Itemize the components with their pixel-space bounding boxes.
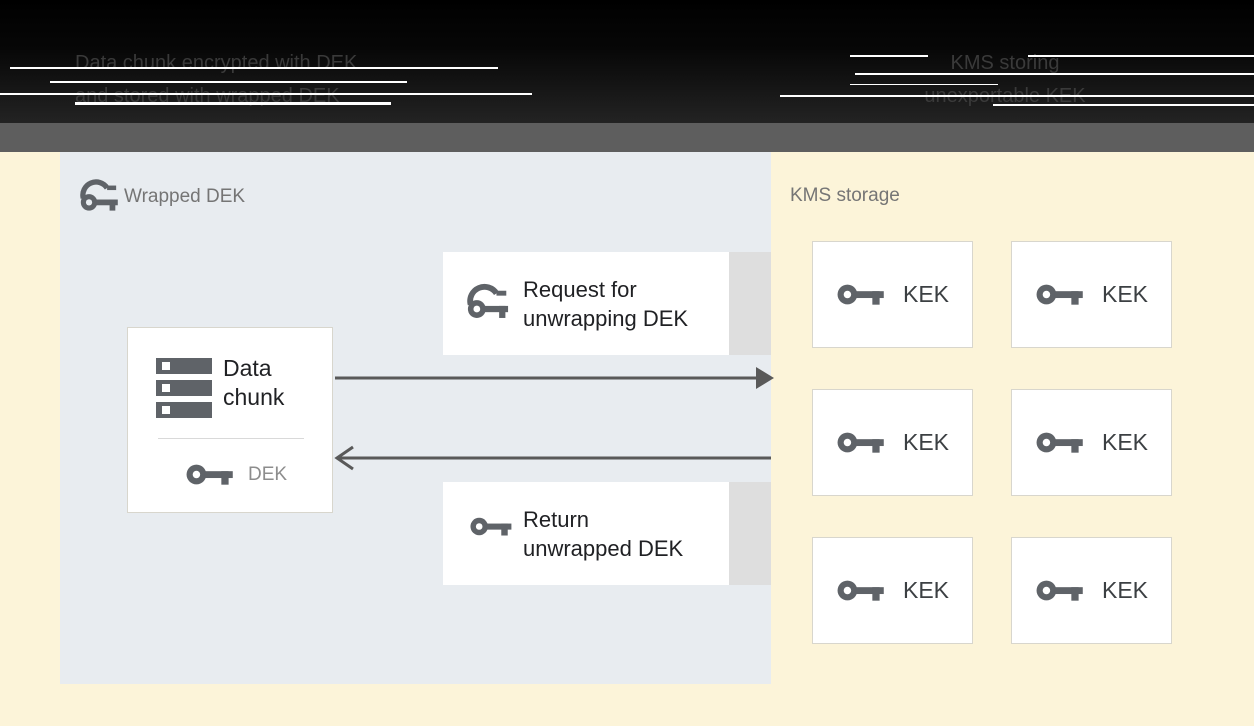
- key-icon: [1036, 284, 1083, 305]
- header-caption-left-line1: Data chunk encrypted with DEK: [75, 52, 358, 74]
- request-unwrap-line2: unwrapping DEK: [523, 306, 689, 331]
- header-caption-right-line1: KMS storing: [950, 52, 1060, 74]
- divider-band: [0, 123, 1254, 152]
- request-unwrap-text: Request for unwrapping DEK: [523, 275, 688, 333]
- glitch-line: [50, 81, 407, 83]
- key-icon: [837, 432, 884, 453]
- return-unwrapped-line1: Return: [523, 507, 590, 532]
- divider: [158, 438, 304, 439]
- glitch-line: [0, 93, 532, 95]
- kek-card: KEK: [812, 389, 973, 496]
- kms-storage-label: KMS storage: [790, 185, 900, 206]
- return-box-gray-extension: [729, 482, 771, 585]
- kek-label: KEK: [1101, 429, 1149, 455]
- kek-card: KEK: [1011, 241, 1172, 348]
- key-icon: [470, 513, 516, 545]
- kek-label: KEK: [902, 281, 950, 307]
- wrapped-key-icon: [467, 280, 517, 327]
- server-stack-icon: [156, 358, 213, 423]
- glitch-line: [850, 84, 998, 85]
- wrapped-key-icon: [80, 176, 126, 219]
- return-unwrapped-text: Return unwrapped DEK: [523, 505, 683, 563]
- data-chunk-title-line2: chunk: [223, 384, 285, 410]
- key-icon: [837, 284, 884, 305]
- wrapped-dek-region: Wrapped DEK Data chunk: [60, 152, 771, 684]
- glitch-line: [850, 55, 928, 57]
- dek-label: DEK: [248, 464, 288, 485]
- key-icon: [185, 461, 239, 493]
- glitch-line: [1028, 55, 1254, 57]
- glitch-line: [993, 104, 1254, 106]
- kek-card: KEK: [812, 537, 973, 644]
- return-unwrapped-box: Return unwrapped DEK: [443, 482, 729, 585]
- request-unwrap-line1: Request for: [523, 277, 637, 302]
- header-band: Data chunk encrypted with DEK and stored…: [0, 0, 1254, 123]
- glitch-line: [10, 67, 498, 69]
- request-unwrap-box: Request for unwrapping DEK: [443, 252, 729, 355]
- glitch-line: [780, 95, 1254, 97]
- kek-card: KEK: [812, 241, 973, 348]
- diagram-canvas: Wrapped DEK Data chunk: [0, 152, 1254, 726]
- return-unwrapped-line2: unwrapped DEK: [523, 536, 684, 561]
- key-icon: [837, 580, 884, 601]
- wrapped-dek-label: Wrapped DEK: [124, 186, 246, 207]
- glitch-line: [855, 73, 1254, 75]
- key-icon: [1036, 432, 1083, 453]
- kek-label: KEK: [902, 577, 950, 603]
- data-chunk-title-line1: Data: [223, 355, 272, 381]
- kek-card: KEK: [1011, 389, 1172, 496]
- data-chunk-title: Data chunk: [223, 354, 284, 412]
- request-box-gray-extension: [729, 252, 771, 355]
- kek-card: KEK: [1011, 537, 1172, 644]
- header-caption-left-line2: and stored with wrapped DEK: [75, 85, 340, 107]
- kek-label: KEK: [1101, 577, 1149, 603]
- key-icon: [1036, 580, 1083, 601]
- kek-label: KEK: [902, 429, 950, 455]
- glitch-line: [75, 102, 391, 105]
- data-chunk-box: Data chunk DEK: [127, 327, 333, 513]
- kek-label: KEK: [1101, 281, 1149, 307]
